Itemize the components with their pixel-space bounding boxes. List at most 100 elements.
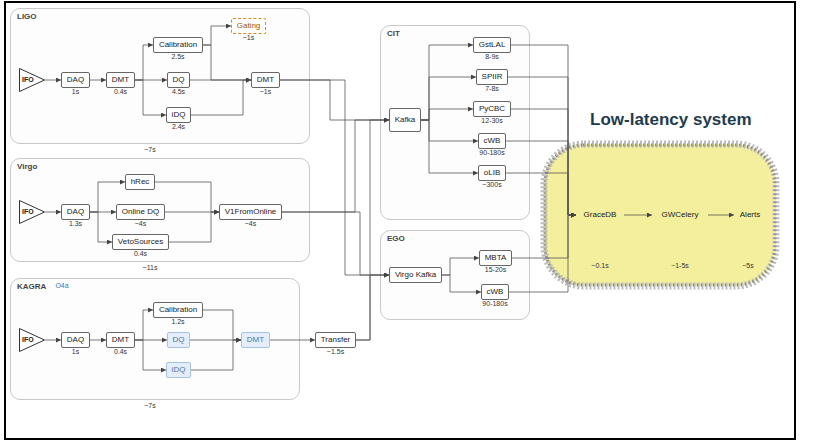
latency-label: 7-8s xyxy=(485,85,499,93)
box-label: Alerts xyxy=(740,210,760,219)
box-label: DQ xyxy=(173,335,185,344)
data-flow-connector xyxy=(512,215,576,258)
data-flow-connector xyxy=(511,45,576,215)
latency-label: 0.4s xyxy=(114,88,127,96)
process-box: GstLAL8-9s xyxy=(473,37,511,53)
box-label: iDQ xyxy=(172,110,186,119)
process-box: hRec xyxy=(125,174,155,190)
process-box: DAQ1s xyxy=(61,72,90,88)
timing-note: ~5s xyxy=(742,262,753,270)
data-flow-connector xyxy=(508,77,576,215)
data-flow-connector xyxy=(511,109,576,215)
panel-title: LIGO xyxy=(11,9,309,24)
data-flow-connector xyxy=(90,340,106,341)
data-flow-connector xyxy=(155,182,219,212)
site-panel: IFODAQ1sDMT0.4sCalibration1.2sDQiDQDMTKA… xyxy=(10,278,300,400)
process-box: V1FromOnline~4s xyxy=(219,204,282,220)
panel-title: EGO xyxy=(381,231,529,246)
data-flow-connector xyxy=(190,80,251,81)
data-flow-connector xyxy=(191,340,241,370)
box-label: cWB xyxy=(484,136,501,145)
timing-note: ~7s xyxy=(144,146,155,154)
process-box: DQ4.5s xyxy=(167,72,190,88)
latency-label: ~1s xyxy=(243,34,254,42)
data-flow-connector xyxy=(135,80,166,115)
box-label: DMT xyxy=(247,335,264,344)
data-flow-connector xyxy=(421,45,473,120)
latency-label: 1.2s xyxy=(171,318,184,326)
box-label: PyCBC xyxy=(479,104,505,113)
region-heading: Low-latency system xyxy=(590,110,752,130)
panel-title: CIT xyxy=(381,26,529,41)
box-label: DAQ xyxy=(67,335,84,344)
data-flow-connector xyxy=(45,80,61,81)
data-flow-connector xyxy=(203,310,241,340)
latency-label: 2.4s xyxy=(172,123,185,131)
data-flow-connector xyxy=(90,212,112,242)
process-box: MBTA15-20s xyxy=(479,250,512,266)
timing-note: ~0.1s xyxy=(591,262,608,270)
data-flow-connector xyxy=(203,26,231,45)
data-flow-connector xyxy=(280,80,389,275)
site-panel: IFODAQ1sDMT0.4sCalibration2.5sDQ4.5siDQ2… xyxy=(10,8,310,144)
data-flow-connector xyxy=(135,80,167,81)
box-label: GraceDB xyxy=(584,210,617,219)
process-box: Gating~1s xyxy=(231,18,266,34)
box-label: DAQ xyxy=(67,75,84,84)
box-label: GWCelery xyxy=(662,210,699,219)
timing-note: ~11s xyxy=(143,264,158,272)
data-flow-connector xyxy=(506,173,576,215)
data-flow-connector xyxy=(624,215,652,216)
data-flow-connector xyxy=(280,80,389,120)
data-flow-connector xyxy=(356,275,389,340)
data-flow-connector xyxy=(270,340,315,341)
process-box: cWB90-180s xyxy=(478,133,506,149)
timing-note: ~1-5s xyxy=(671,262,689,270)
latency-label: 1s xyxy=(72,88,79,96)
latency-label: 15-20s xyxy=(485,266,506,274)
box-label: hRec xyxy=(131,177,150,186)
process-box: DMT xyxy=(241,332,270,348)
data-flow-connector xyxy=(421,120,478,141)
box-label: DMT xyxy=(112,335,129,344)
data-flow-connector xyxy=(90,182,125,212)
data-flow-connector xyxy=(165,212,219,213)
data-flow-connector xyxy=(45,212,61,213)
data-flow-connector xyxy=(282,120,389,212)
latency-label: 1s xyxy=(72,348,79,356)
box-label: DAQ xyxy=(67,207,84,216)
process-box: DAQ1.3s xyxy=(61,204,90,220)
latency-label: ~4s xyxy=(245,220,256,228)
process-box: oLIB~300s xyxy=(478,165,506,181)
data-flow-connector xyxy=(169,212,219,242)
interferometer-triangle: IFO xyxy=(19,328,45,352)
box-label: MBTA xyxy=(485,253,507,262)
process-box: DMT0.4s xyxy=(106,72,135,88)
process-box: PyCBC12-30s xyxy=(473,101,511,117)
box-label: GstLAL xyxy=(479,40,506,49)
data-flow-connector xyxy=(421,77,476,120)
data-flow-connector xyxy=(506,141,576,215)
process-box: DAQ1s xyxy=(61,332,90,348)
data-flow-connector xyxy=(442,258,479,275)
process-box: Online DQ~4s xyxy=(116,204,165,220)
process-box: DQ xyxy=(167,332,190,348)
box-label: DMT xyxy=(257,75,274,84)
data-flow-connector xyxy=(509,215,576,292)
box-label: V1FromOnline xyxy=(225,207,277,216)
box-label: iDQ xyxy=(172,365,186,374)
latency-label: ~1.5s xyxy=(327,348,344,356)
latency-label: ~1s xyxy=(260,88,271,96)
latency-label: ~300s xyxy=(482,181,501,189)
data-flow-connector xyxy=(135,45,153,80)
box-label: Virgo Kafka xyxy=(395,270,436,279)
data-flow-connector xyxy=(421,109,473,120)
data-flow-connector xyxy=(45,340,61,341)
box-label: DQ xyxy=(173,75,185,84)
box-label: DMT xyxy=(112,75,129,84)
latency-label: 90-180s xyxy=(479,149,504,157)
data-flow-connector xyxy=(442,275,481,292)
process-box: iDQ xyxy=(166,362,191,378)
interferometer-triangle: IFO xyxy=(19,200,45,224)
